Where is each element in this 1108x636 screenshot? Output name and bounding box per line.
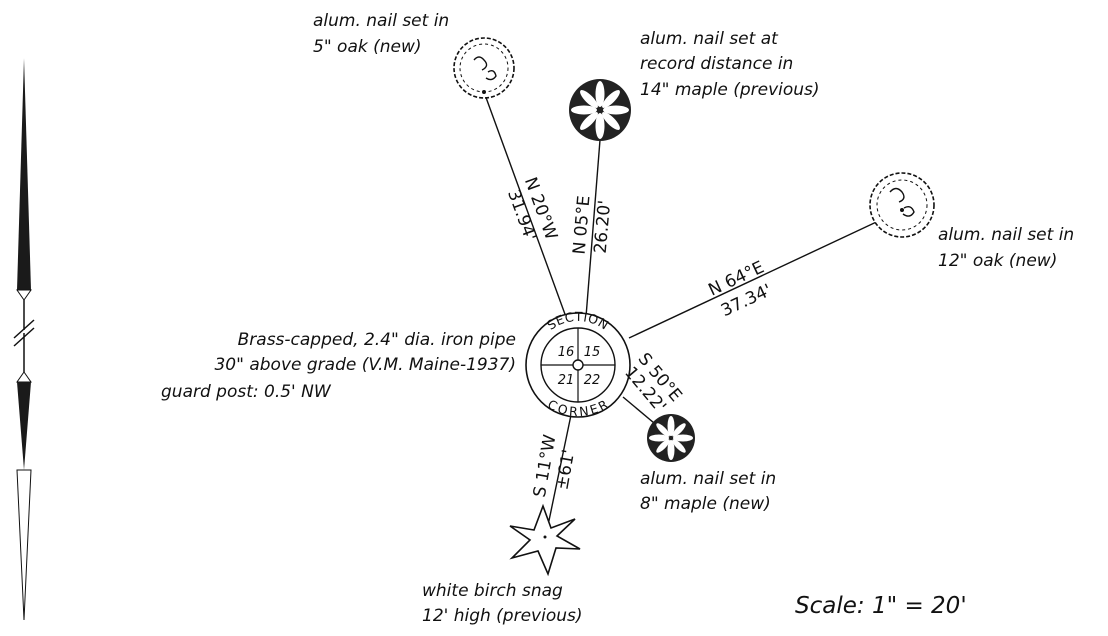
- corner-ring-bottom: CORNER: [545, 396, 611, 419]
- monument-note: Brass-capped, 2.4" dia. iron pipe 30" ab…: [161, 330, 516, 402]
- tie-note-s-birch: 12' high (previous): [422, 606, 583, 626]
- tie-note-nw-oak: alum. nail set in: [313, 11, 449, 31]
- tie-note-ne-oak: 12" oak (new): [938, 251, 1057, 271]
- birch-snag-icon: [509, 503, 581, 577]
- section-16-label: 16: [558, 345, 575, 360]
- monument-note-line: Brass-capped, 2.4" dia. iron pipe: [238, 330, 516, 350]
- section-22-label: 22: [584, 373, 601, 388]
- maple-icon: [569, 79, 631, 141]
- maple-icon: [647, 414, 695, 462]
- tie-note-n-maple: record distance in: [640, 54, 793, 74]
- oak-icon: [869, 172, 935, 238]
- tie-label-nw-oak: N 20°W 31.94': [503, 175, 561, 244]
- tie-line-nw-oak: [483, 91, 567, 318]
- monument-note-line: 30" above grade (V.M. Maine-1937): [214, 355, 516, 375]
- tie-note-se-maple: alum. nail set in: [640, 469, 776, 489]
- tie-note-ne-oak: alum. nail set in: [938, 225, 1074, 245]
- tie-note-nw-oak: 5" oak (new): [313, 37, 422, 57]
- oak-icon: [453, 37, 515, 99]
- tie-distance: 26.20': [591, 199, 616, 254]
- tie-note-n-maple: alum. nail set at: [640, 29, 779, 49]
- scale-label: Scale: 1" = 20': [795, 593, 967, 619]
- corner-ring-top: SECTION: [544, 309, 611, 333]
- north-arrow-icon: [13, 58, 35, 621]
- tie-note-s-birch: white birch snag: [422, 581, 563, 601]
- tie-label-ne-oak: N 64°E 37.34': [705, 258, 775, 322]
- monument-note-line: guard post: 0.5' NW: [161, 382, 332, 402]
- section-21-label: 21: [558, 373, 575, 388]
- tie-label-n-maple: N 05°E 26.20': [570, 195, 616, 256]
- tie-line-s-birch: [545, 414, 572, 536]
- tie-note-n-maple: 14" maple (previous): [640, 80, 820, 100]
- tie-note-se-maple: 8" maple (new): [640, 494, 771, 514]
- tie-line-n-maple: [585, 139, 601, 318]
- tie-line-ne-oak: [628, 209, 903, 339]
- section-corner-monument: SECTION CORNER 16 15 21 22: [525, 309, 631, 419]
- section-15-label: 15: [584, 345, 601, 360]
